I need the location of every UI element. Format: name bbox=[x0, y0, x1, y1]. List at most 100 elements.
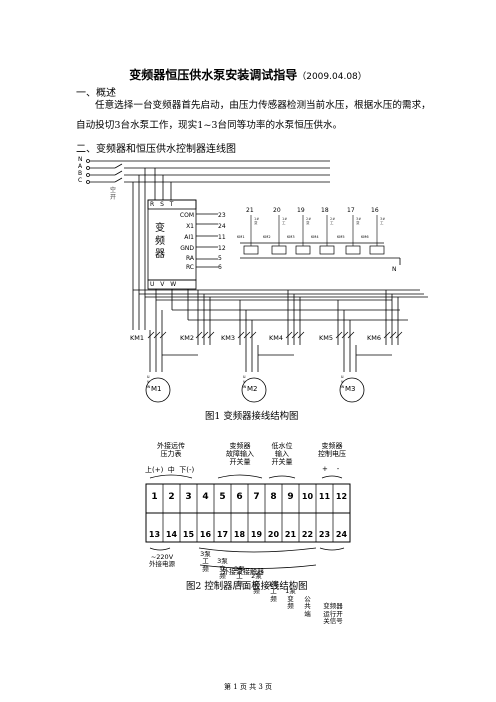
contactor-km2: KM2 bbox=[180, 334, 195, 342]
common-terminal-label: 公 共 端 bbox=[304, 594, 311, 618]
line-n: N bbox=[78, 156, 83, 163]
pump1-vfd-label: 1泵 变 频 bbox=[285, 587, 296, 610]
coil-tag-3: 2#变 bbox=[306, 217, 312, 225]
page-footer: 第 1 页 共 3 页 bbox=[223, 683, 273, 691]
pressure-gauge-label: 外接远传 压力表 bbox=[157, 442, 185, 458]
terminal-com: COM bbox=[179, 212, 194, 219]
relay-km4: KM4 bbox=[311, 235, 319, 239]
inverter-input-terminals: R S T bbox=[150, 201, 176, 208]
title-date: （2009.04.08） bbox=[297, 72, 367, 82]
pump2-vfd-label: 2泵 变 频 bbox=[251, 572, 262, 595]
terminal-1: 1 bbox=[151, 492, 158, 502]
coil-num-21: 21 bbox=[246, 207, 254, 214]
low-water-label: 低水位 输入 开关量 bbox=[271, 442, 293, 466]
terminal-11: 11 bbox=[318, 492, 331, 501]
terminal-numbers: 23 24 11 12 5 6 bbox=[218, 210, 226, 272]
section-heading-overview: 一、概述 bbox=[76, 88, 116, 99]
motor-m2: M2 bbox=[247, 385, 258, 393]
m3-terminals: u v w bbox=[341, 374, 345, 389]
motor-m3: M3 bbox=[345, 385, 356, 393]
relay-km3: KM3 bbox=[287, 235, 295, 239]
m1-terminals: u v w bbox=[147, 374, 151, 389]
terminal-18: 18 bbox=[233, 530, 246, 539]
terminal-num-24: 24 bbox=[218, 223, 226, 230]
contactor-km5: KM5 bbox=[319, 334, 334, 342]
control-voltage-label: 变频器 控制电压 bbox=[318, 442, 346, 458]
terminal-4: 4 bbox=[202, 492, 209, 502]
terminal-num-12: 12 bbox=[218, 245, 226, 252]
breaker-label: 空开 bbox=[110, 187, 117, 201]
terminal-3: 3 bbox=[185, 492, 192, 502]
relay-group-label: 外接泵接触器 bbox=[222, 568, 264, 576]
terminal-names: COM X1 AI1 GND RA RC bbox=[168, 210, 194, 272]
terminal-19: 19 bbox=[250, 530, 263, 539]
contactor-km1: KM1 bbox=[130, 334, 145, 342]
pump3-mains-label: 3泵 工 频 bbox=[200, 549, 211, 573]
coil-tag-6: 3#工 bbox=[380, 217, 386, 225]
terminal-16: 16 bbox=[199, 530, 212, 539]
pressure-gauge-terminals: 上(+) 中 下(-) bbox=[145, 466, 195, 474]
motor-m1: M1 bbox=[151, 385, 162, 393]
m2-terminals: u v w bbox=[243, 374, 247, 389]
inverter-char-2: 频 bbox=[155, 236, 165, 247]
pump3-vfd-label: 3泵 变 频 bbox=[217, 557, 228, 580]
coil-num-20: 20 bbox=[273, 207, 281, 214]
pump1-mains-label: 1泵 工 频 bbox=[268, 579, 279, 603]
inverter-char-1: 变 bbox=[155, 223, 165, 234]
terminal-row-bottom: 13 14 15 16 17 18 19 20 21 22 23 24 bbox=[146, 530, 350, 539]
terminal-9: 9 bbox=[287, 492, 294, 502]
coil-tag-5: 3#变 bbox=[356, 217, 362, 225]
terminal-14: 14 bbox=[165, 530, 178, 539]
coil-num-17: 17 bbox=[347, 207, 355, 214]
terminal-13: 13 bbox=[148, 530, 161, 539]
terminal-num-6: 6 bbox=[218, 264, 222, 271]
line-b: B bbox=[78, 170, 83, 177]
terminal-ai1: AI1 bbox=[184, 234, 194, 241]
run-signal-label: 变频器 运行开 关信号 bbox=[323, 602, 343, 625]
relay-km6: KM6 bbox=[361, 235, 369, 239]
terminal-2: 2 bbox=[168, 492, 175, 502]
relay-km2: KM2 bbox=[263, 235, 271, 239]
coil-num-18: 18 bbox=[321, 207, 329, 214]
terminal-ra: RA bbox=[185, 255, 194, 262]
title-text: 变频器恒压供水泵安装调试指导 bbox=[129, 68, 298, 82]
terminal-21: 21 bbox=[284, 530, 297, 539]
terminal-10: 10 bbox=[301, 492, 314, 501]
coil-tag-2: 1#工 bbox=[282, 217, 288, 225]
overview-paragraph: 任意选择一台变频器首先启动，由压力传感器检测当前水压，根据水压的需求，自动投切3… bbox=[76, 100, 431, 131]
section-heading-wiring: 二、变频器和恒压供水控制器连线图 bbox=[76, 144, 236, 155]
terminal-rc: RC bbox=[185, 264, 194, 271]
terminal-x1: X1 bbox=[186, 223, 194, 230]
figure-2-caption: 图2 控制器后面板接线结构图 bbox=[186, 581, 308, 592]
terminal-17: 17 bbox=[216, 530, 229, 539]
coil-num-19: 19 bbox=[297, 207, 305, 214]
terminal-gnd: GND bbox=[180, 245, 194, 252]
relay-km1: KM1 bbox=[237, 235, 245, 239]
coil-tag-4: 2#工 bbox=[330, 217, 336, 225]
line-a: A bbox=[78, 163, 83, 170]
inverter-label: 变 频 器 bbox=[155, 222, 165, 261]
terminal-num-5: 5 bbox=[218, 255, 222, 262]
terminal-5: 5 bbox=[219, 492, 226, 502]
relay-km5: KM5 bbox=[337, 235, 345, 239]
terminal-20: 20 bbox=[267, 530, 280, 539]
contactor-km6: KM6 bbox=[367, 334, 382, 342]
pump2-mains-label: 2泵 工 频 bbox=[234, 564, 245, 588]
terminal-22: 22 bbox=[301, 530, 314, 539]
terminal-num-23: 23 bbox=[218, 212, 226, 219]
document-title: 变频器恒压供水泵安装调试指导（2009.04.08） bbox=[0, 66, 496, 83]
terminal-24: 24 bbox=[335, 530, 348, 539]
terminal-row-top: 1 2 3 4 5 6 7 8 9 10 11 12 bbox=[146, 492, 350, 502]
power-supply-label: ~220V 外接电源 bbox=[149, 553, 175, 568]
inverter-char-3: 器 bbox=[155, 249, 165, 260]
neutral-label: N bbox=[392, 266, 397, 273]
line-c: C bbox=[78, 177, 83, 184]
control-voltage-polarity: + - bbox=[322, 465, 340, 473]
terminal-23: 23 bbox=[318, 530, 331, 539]
coil-num-16: 16 bbox=[371, 207, 379, 214]
terminal-7: 7 bbox=[253, 492, 260, 502]
